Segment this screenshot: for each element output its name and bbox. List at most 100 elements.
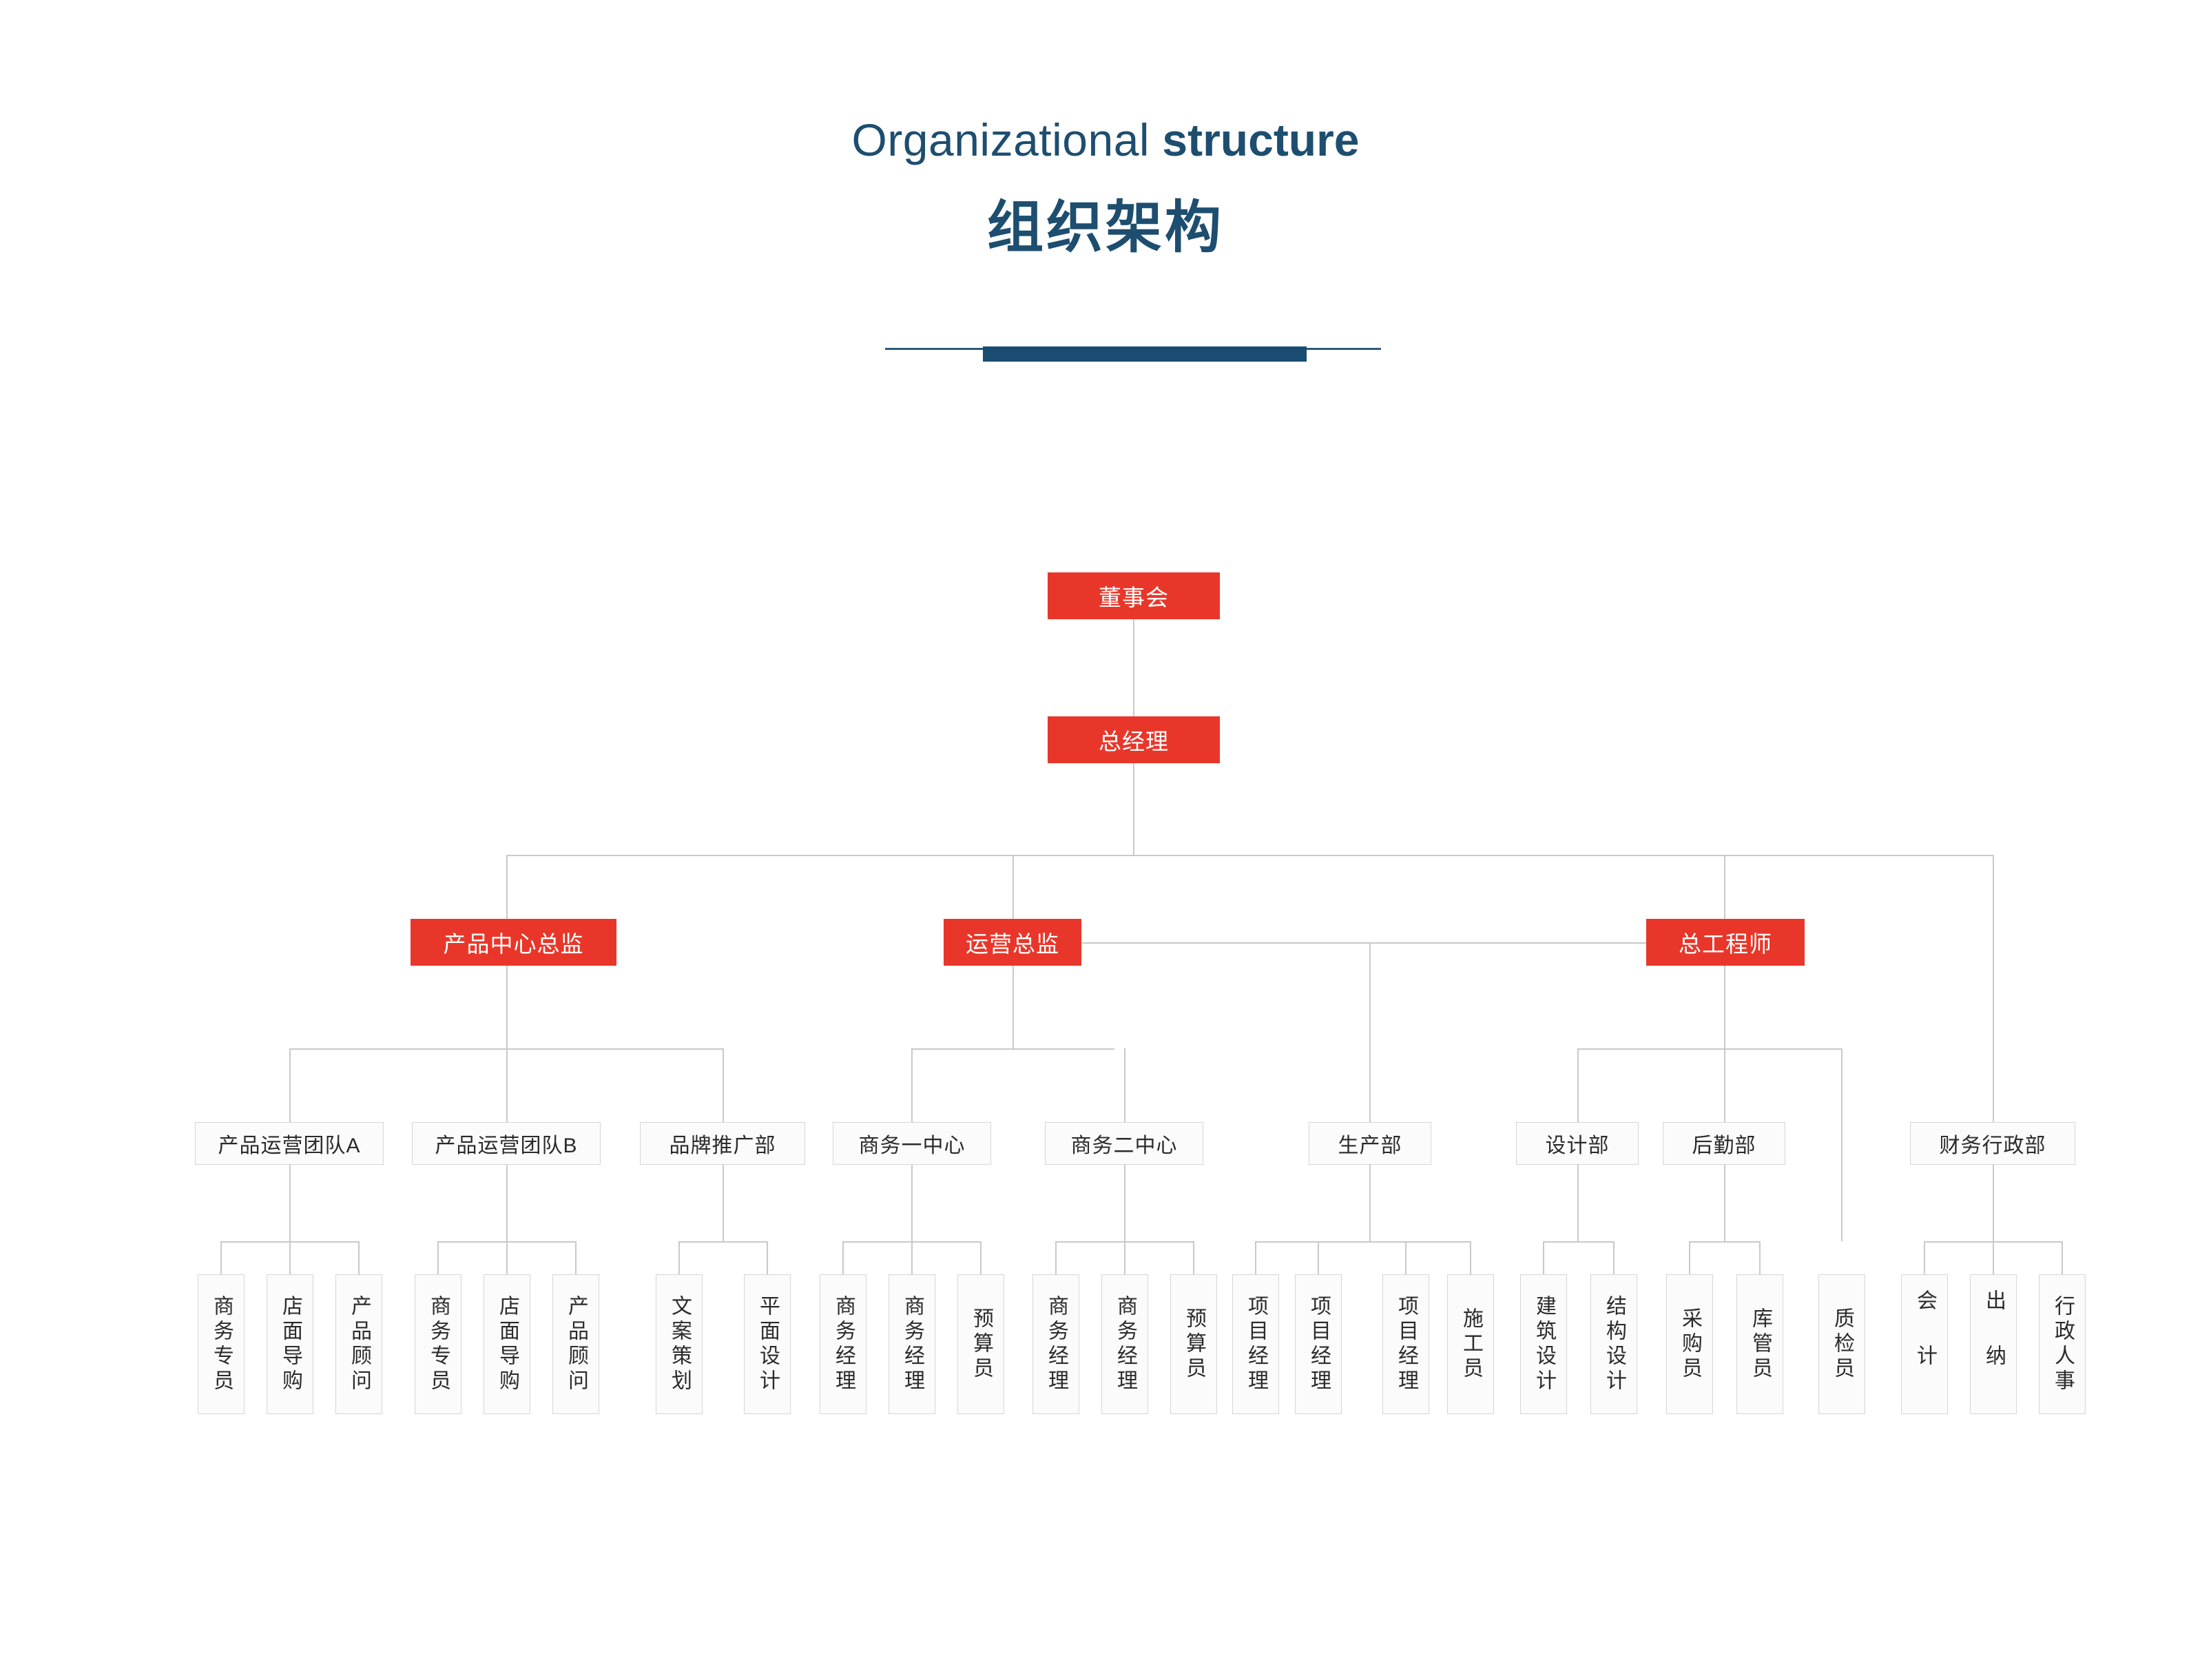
connector-dept8-drop: [1724, 1048, 1725, 1122]
node-label: 产品中心总监: [443, 931, 584, 957]
connector-director3-drop: [1724, 966, 1725, 1048]
node-leaf-store-guide-a1[interactable]: 店面导购: [267, 1274, 313, 1414]
connector-leaf24-drop: [1924, 1241, 1925, 1274]
node-label: 产品顾问: [565, 1294, 588, 1394]
title-english-bold: structure: [1162, 114, 1360, 165]
connector-dept9-leafdrop: [1993, 1165, 1994, 1241]
connector-leaf20-drop: [1613, 1241, 1615, 1274]
connector-leaf07-drop: [678, 1241, 680, 1274]
connector-director1-drop: [506, 966, 508, 1048]
connector-leaf26-drop: [2062, 1241, 2063, 1274]
node-leaf-business-manager-c1a[interactable]: 商务经理: [820, 1274, 866, 1414]
node-leaf-store-guide-b1[interactable]: 店面导购: [484, 1274, 530, 1414]
node-label: 设计部: [1545, 1134, 1610, 1157]
title-english-thin: Organizational: [851, 114, 1150, 165]
node-board-of-directors[interactable]: 董事会: [1048, 572, 1220, 619]
connector-director-bus: [506, 855, 1994, 856]
connector-leaf04-drop: [437, 1241, 439, 1274]
connector-leaf06-drop: [575, 1241, 577, 1274]
node-dept-logistics[interactable]: 后勤部: [1663, 1122, 1785, 1165]
node-dept-production[interactable]: 生产部: [1309, 1122, 1431, 1165]
node-dept-business-center-2[interactable]: 商务二中心: [1045, 1122, 1203, 1165]
node-leaf-admin-hr[interactable]: 行政人事: [2039, 1274, 2086, 1414]
node-label: 品牌推广部: [669, 1134, 776, 1157]
node-label: 结构设计: [1603, 1294, 1626, 1394]
node-leaf-budget-officer-c1[interactable]: 预算员: [957, 1274, 1004, 1414]
connector-leaf22-drop: [1759, 1241, 1761, 1274]
connector-dept7-leafdrop: [1577, 1165, 1579, 1241]
node-leaf-copywriting-planning[interactable]: 文案策划: [656, 1274, 703, 1414]
node-label: 商务经理: [832, 1294, 855, 1394]
connector-dept3-drop: [723, 1048, 724, 1122]
node-leaf-purchasing-officer[interactable]: 采购员: [1666, 1274, 1713, 1414]
node-label: 店面导购: [279, 1294, 302, 1394]
node-label: 质检员: [1831, 1307, 1854, 1382]
connector-bus-to-director2: [1013, 855, 1014, 955]
node-label: 商务经理: [1045, 1294, 1068, 1394]
node-label: 项目经理: [1307, 1294, 1330, 1394]
node-leaf-business-manager-c2b[interactable]: 商务经理: [1101, 1274, 1148, 1414]
connector-dept6-leafdrop: [1369, 1165, 1371, 1241]
node-operations-director[interactable]: 运营总监: [944, 919, 1081, 966]
connector-leaf25-drop: [1993, 1241, 1994, 1274]
connector-production-drop: [1369, 942, 1371, 1122]
connector-dept3-leafdrop: [723, 1165, 724, 1241]
node-leaf-project-manager-1[interactable]: 项目经理: [1232, 1274, 1279, 1414]
node-leaf-graphic-design[interactable]: 平面设计: [744, 1274, 791, 1414]
node-general-manager[interactable]: 总经理: [1048, 716, 1220, 763]
node-leaf-warehouse-keeper[interactable]: 库管员: [1736, 1274, 1783, 1414]
node-label: 后勤部: [1692, 1134, 1756, 1157]
node-leaf-architectural-design[interactable]: 建筑设计: [1520, 1274, 1567, 1414]
node-label: 运营总监: [966, 931, 1059, 957]
node-label: 项目经理: [1395, 1294, 1418, 1394]
node-leaf-business-specialist-b1[interactable]: 商务专员: [415, 1274, 461, 1414]
node-label: 商务专员: [210, 1294, 233, 1394]
connector-director2-bus: [911, 1048, 1114, 1050]
node-label: 预算员: [970, 1307, 993, 1382]
node-leaf-accountant[interactable]: 会计: [1901, 1274, 1948, 1414]
node-leaf-product-consultant-b1[interactable]: 产品顾问: [552, 1274, 599, 1414]
connector-dept6-leafbus: [1255, 1241, 1471, 1243]
connector-leaf03-drop: [358, 1241, 360, 1274]
connector-leaf13-drop: [1124, 1241, 1125, 1274]
node-leaf-business-manager-c2a[interactable]: 商务经理: [1032, 1274, 1079, 1414]
node-leaf-project-manager-2[interactable]: 项目经理: [1295, 1274, 1342, 1414]
connector-dept2-leafdrop: [506, 1165, 508, 1241]
connector-director2-drop: [1013, 966, 1014, 1048]
node-dept-brand-promotion[interactable]: 品牌推广部: [640, 1122, 805, 1165]
node-leaf-business-manager-c1b[interactable]: 商务经理: [889, 1274, 935, 1414]
node-leaf-cashier[interactable]: 出纳: [1970, 1274, 2017, 1414]
connector-leaf17-drop: [1405, 1241, 1406, 1274]
node-dept-finance-admin[interactable]: 财务行政部: [1910, 1122, 2075, 1165]
page-title-chinese: 组织架构: [986, 196, 1224, 259]
node-label: 预算员: [1183, 1307, 1205, 1382]
node-leaf-site-worker[interactable]: 施工员: [1447, 1274, 1494, 1414]
title-rule-thick: [983, 346, 1307, 362]
node-label: 采购员: [1679, 1307, 1701, 1382]
connector-bus-to-finance: [1993, 855, 1994, 1122]
node-leaf-budget-officer-c2[interactable]: 预算员: [1170, 1274, 1217, 1414]
node-label: 生产部: [1338, 1134, 1402, 1157]
node-label: 商务二中心: [1070, 1134, 1178, 1157]
node-label: 施工员: [1460, 1307, 1482, 1382]
node-leaf-structural-design[interactable]: 结构设计: [1590, 1274, 1637, 1414]
node-leaf-project-manager-3[interactable]: 项目经理: [1382, 1274, 1429, 1414]
connector-leaf09-drop: [842, 1241, 844, 1274]
node-dept-design[interactable]: 设计部: [1516, 1122, 1639, 1165]
node-label: 商务经理: [901, 1294, 924, 1394]
connector-leaf15-drop: [1255, 1241, 1256, 1274]
node-dept-product-team-a[interactable]: 产品运营团队A: [195, 1122, 384, 1165]
page-title-english: Organizational structure: [0, 117, 2211, 163]
node-product-center-director[interactable]: 产品中心总监: [411, 919, 616, 966]
node-leaf-quality-inspector[interactable]: 质检员: [1818, 1274, 1865, 1414]
node-label: 产品运营团队A: [218, 1134, 361, 1157]
node-leaf-product-consultant-a1[interactable]: 产品顾问: [335, 1274, 382, 1414]
connector-dept3-leafbus: [678, 1241, 768, 1243]
node-leaf-business-specialist-a1[interactable]: 商务专员: [198, 1274, 245, 1414]
connector-dept7-leafbus: [1543, 1241, 1615, 1243]
node-label: 文案策划: [668, 1294, 691, 1394]
node-dept-business-center-1[interactable]: 商务一中心: [833, 1122, 991, 1165]
connector-dept1-drop: [289, 1048, 291, 1122]
node-chief-engineer[interactable]: 总工程师: [1646, 919, 1805, 966]
node-dept-product-team-b[interactable]: 产品运营团队B: [412, 1122, 601, 1165]
